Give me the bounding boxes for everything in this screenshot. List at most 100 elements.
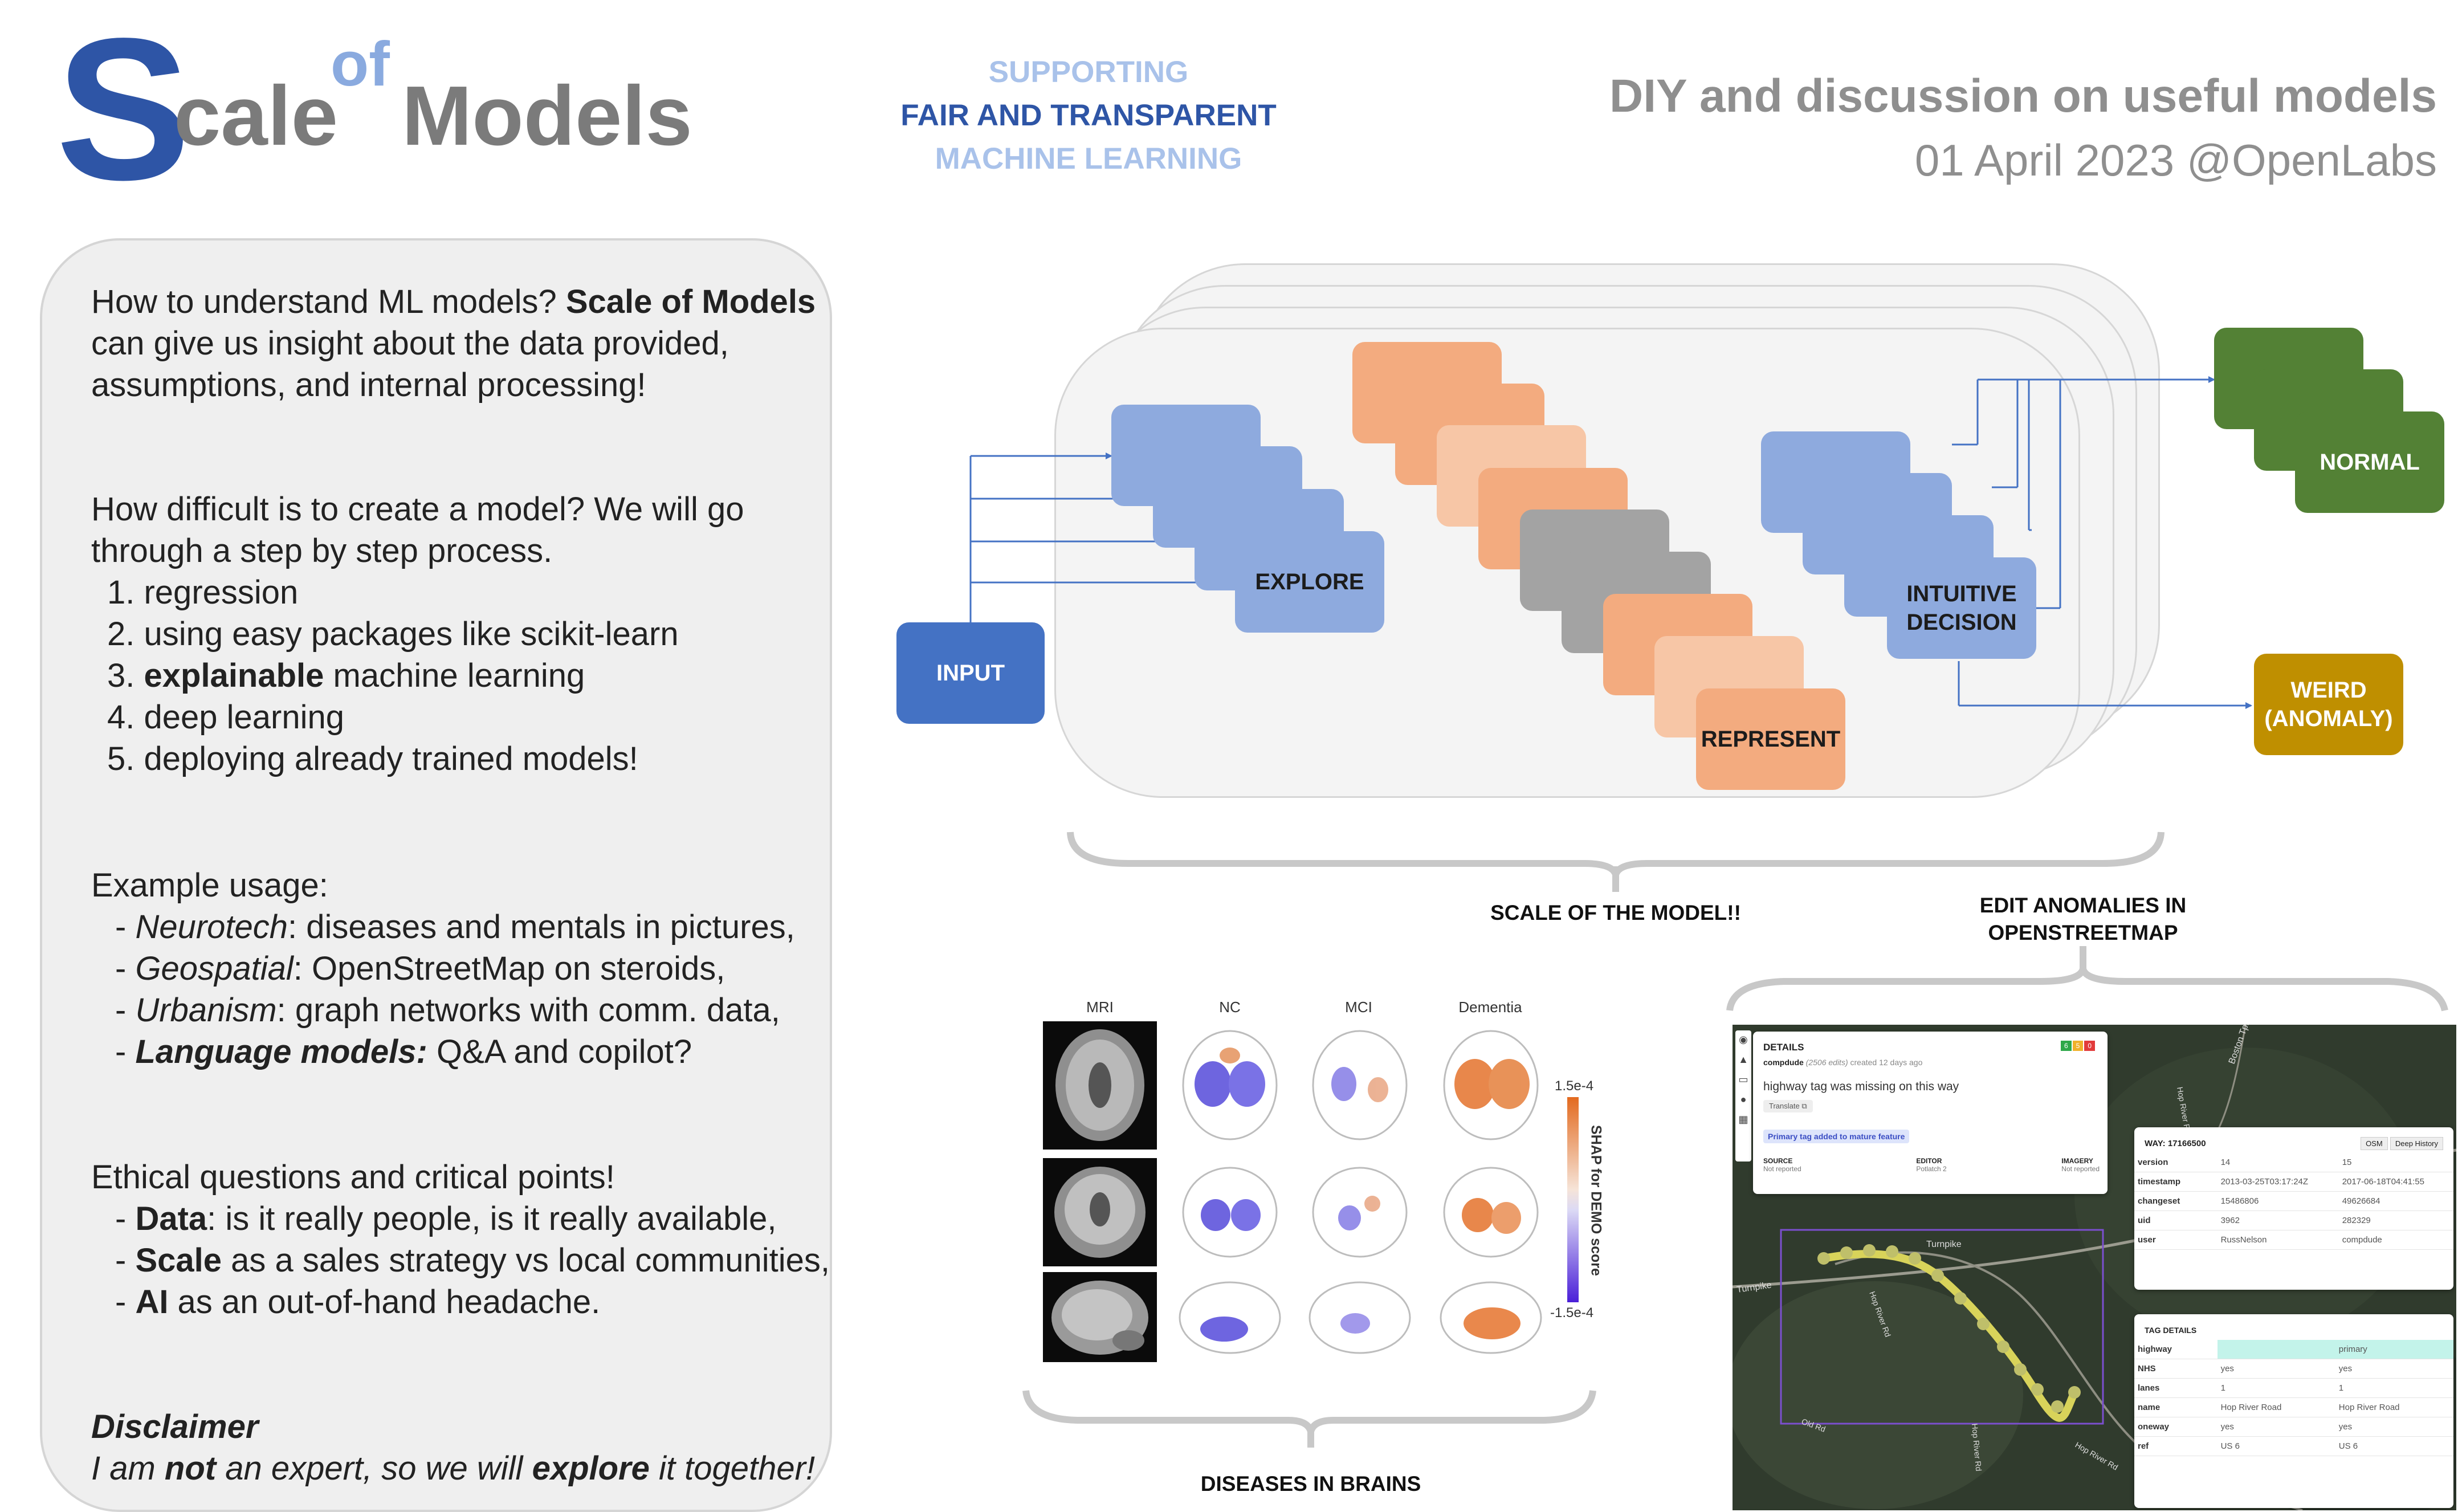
colorbar-label: SHAP for DEMO score [1588, 1125, 1604, 1276]
logo-letter-s: S [56, 0, 191, 222]
brain-col-nc: NC [1219, 999, 1241, 1016]
usage-item: - Neurotech: diseases and mentals in pic… [115, 908, 795, 945]
tagline-line-1: SUPPORTING [988, 55, 1189, 89]
input-node: INPUT [896, 622, 1045, 724]
step-item: 2. using easy packages like scikit-learn [107, 616, 679, 653]
warning-icon[interactable]: ▲ [1738, 1054, 1748, 1065]
ethics-section: Ethical questions and critical points! -… [91, 1156, 830, 1323]
translate-button[interactable]: Translate ⧉ [1763, 1100, 1813, 1112]
review-tag: Primary tag added to mature feature [1763, 1130, 1910, 1143]
tagline-line-3: MACHINE LEARNING [935, 142, 1242, 176]
weird-node: WEIRD(ANOMALY) [2254, 654, 2403, 755]
map-label: Turnpike [1926, 1240, 1962, 1249]
badge-bad: 0 [2084, 1041, 2095, 1051]
ethics-item: - Scale as a sales strategy vs local com… [115, 1242, 830, 1279]
colorbar-min: -1.5e-4 [1550, 1305, 1594, 1321]
steps-title-1: How difficult is to create a model? We w… [91, 491, 744, 528]
steps-title-2: through a step by step process. [91, 532, 553, 569]
badge-good: 6 [2060, 1041, 2072, 1051]
scale-caption: SCALE OF THE MODEL!! [1490, 901, 1741, 924]
osm-toolbar: ◉ ▲ ▭ ● ▦ [1735, 1030, 1751, 1161]
flag-badges: 6 5 0 [2060, 1041, 2095, 1051]
step-item: 4. deep learning [107, 699, 344, 736]
shap-brain-maps [1179, 1030, 1542, 1354]
ethics-item: - Data: is it really people, is it reall… [115, 1200, 777, 1237]
logo-word-of: of [331, 29, 390, 99]
logo-word-models: Models [402, 69, 692, 163]
disclaimer-section: Disclaimer I am not an expert, so we wil… [91, 1408, 816, 1487]
comment-icon[interactable]: ▭ [1738, 1074, 1748, 1085]
usage-title: Example usage: [91, 867, 328, 904]
colorbar-max: 1.5e-4 [1555, 1078, 1594, 1094]
map-label: Hop River Rd [1970, 1423, 1983, 1472]
step-item: 5. deploying already trained models! [107, 740, 638, 777]
step-item: 1. regression [107, 574, 299, 611]
details-title: DETAILS [1763, 1042, 1804, 1053]
tagline-line-2: FAIR AND TRANSPARENT [900, 99, 1277, 132]
info-panel [40, 238, 832, 1512]
step-item: 3. explainable machine learning [107, 657, 585, 694]
changeset-details-card: DETAILS 6 5 0 compdude (2506 edits) crea… [1753, 1032, 2108, 1194]
brains-caption: DISEASES IN BRAINS [1200, 1472, 1421, 1495]
osm-link-button[interactable]: OSM [2361, 1137, 2388, 1150]
usage-item: - Geospatial: OpenStreetMap on steroids, [115, 950, 725, 987]
normal-node: NORMAL [2295, 411, 2444, 513]
osm-caption: EDIT ANOMALIES IN OPENSTREETMAP [1979, 894, 2187, 944]
eye-icon[interactable]: ◉ [1739, 1034, 1748, 1045]
usage-item: - Language models: Q&A and copilot? [115, 1033, 692, 1070]
colorbar [1567, 1097, 1579, 1302]
grid-icon[interactable]: ▦ [1738, 1114, 1748, 1125]
brain-col-mri: MRI [1086, 999, 1114, 1016]
disclaimer-title: Disclaimer [91, 1408, 259, 1445]
tag-details-title: TAG DETAILS [2145, 1326, 2197, 1335]
represent-node: REPRESENT [1696, 688, 1845, 790]
intro-line-3: assumptions, and internal processing! [91, 366, 646, 404]
intro-pre: How to understand ML models? [91, 283, 566, 320]
ethics-item: - AI as an out-of-hand headache. [115, 1283, 601, 1321]
ethics-title: Ethical questions and critical points! [91, 1159, 615, 1196]
logo-word-cale: cale [174, 69, 339, 163]
brain-col-dementia: Dementia [1458, 999, 1522, 1016]
way-title: WAY: 17166500 [2145, 1139, 2206, 1148]
badge-warn: 5 [2072, 1041, 2084, 1051]
intro-line-2: can give us insight about the data provi… [91, 325, 729, 362]
osm-brace [1726, 967, 2448, 1012]
usage-section: Example usage: - Neurotech: diseases and… [91, 865, 795, 1073]
event-title: DIY and discussion on useful models [1609, 70, 2437, 122]
mri-images [1043, 1021, 1157, 1362]
user-icon[interactable]: ● [1740, 1094, 1747, 1105]
deep-history-button[interactable]: Deep History [2390, 1137, 2443, 1150]
intro-bold: Scale of Models [565, 283, 816, 320]
event-date: 01 April 2023 @OpenLabs [1914, 135, 2437, 185]
usage-item: - Urbanism: graph networks with comm. da… [115, 992, 780, 1029]
intro-text: How to understand ML models? Scale of Mo… [91, 281, 816, 406]
brain-col-mci: MCI [1345, 999, 1372, 1016]
details-comment: highway tag was missing on this way [1763, 1080, 1959, 1093]
details-user[interactable]: compdude [1763, 1058, 1804, 1067]
osm-map[interactable]: Turnpike Turnpike Boston Tpke Hop River … [1733, 1025, 2456, 1510]
details-userline: compdude (2506 edits) created 12 days ag… [1763, 1058, 1923, 1067]
explore-node: EXPLORE [1235, 531, 1384, 633]
steps-section: How difficult is to create a model? We w… [91, 488, 744, 780]
